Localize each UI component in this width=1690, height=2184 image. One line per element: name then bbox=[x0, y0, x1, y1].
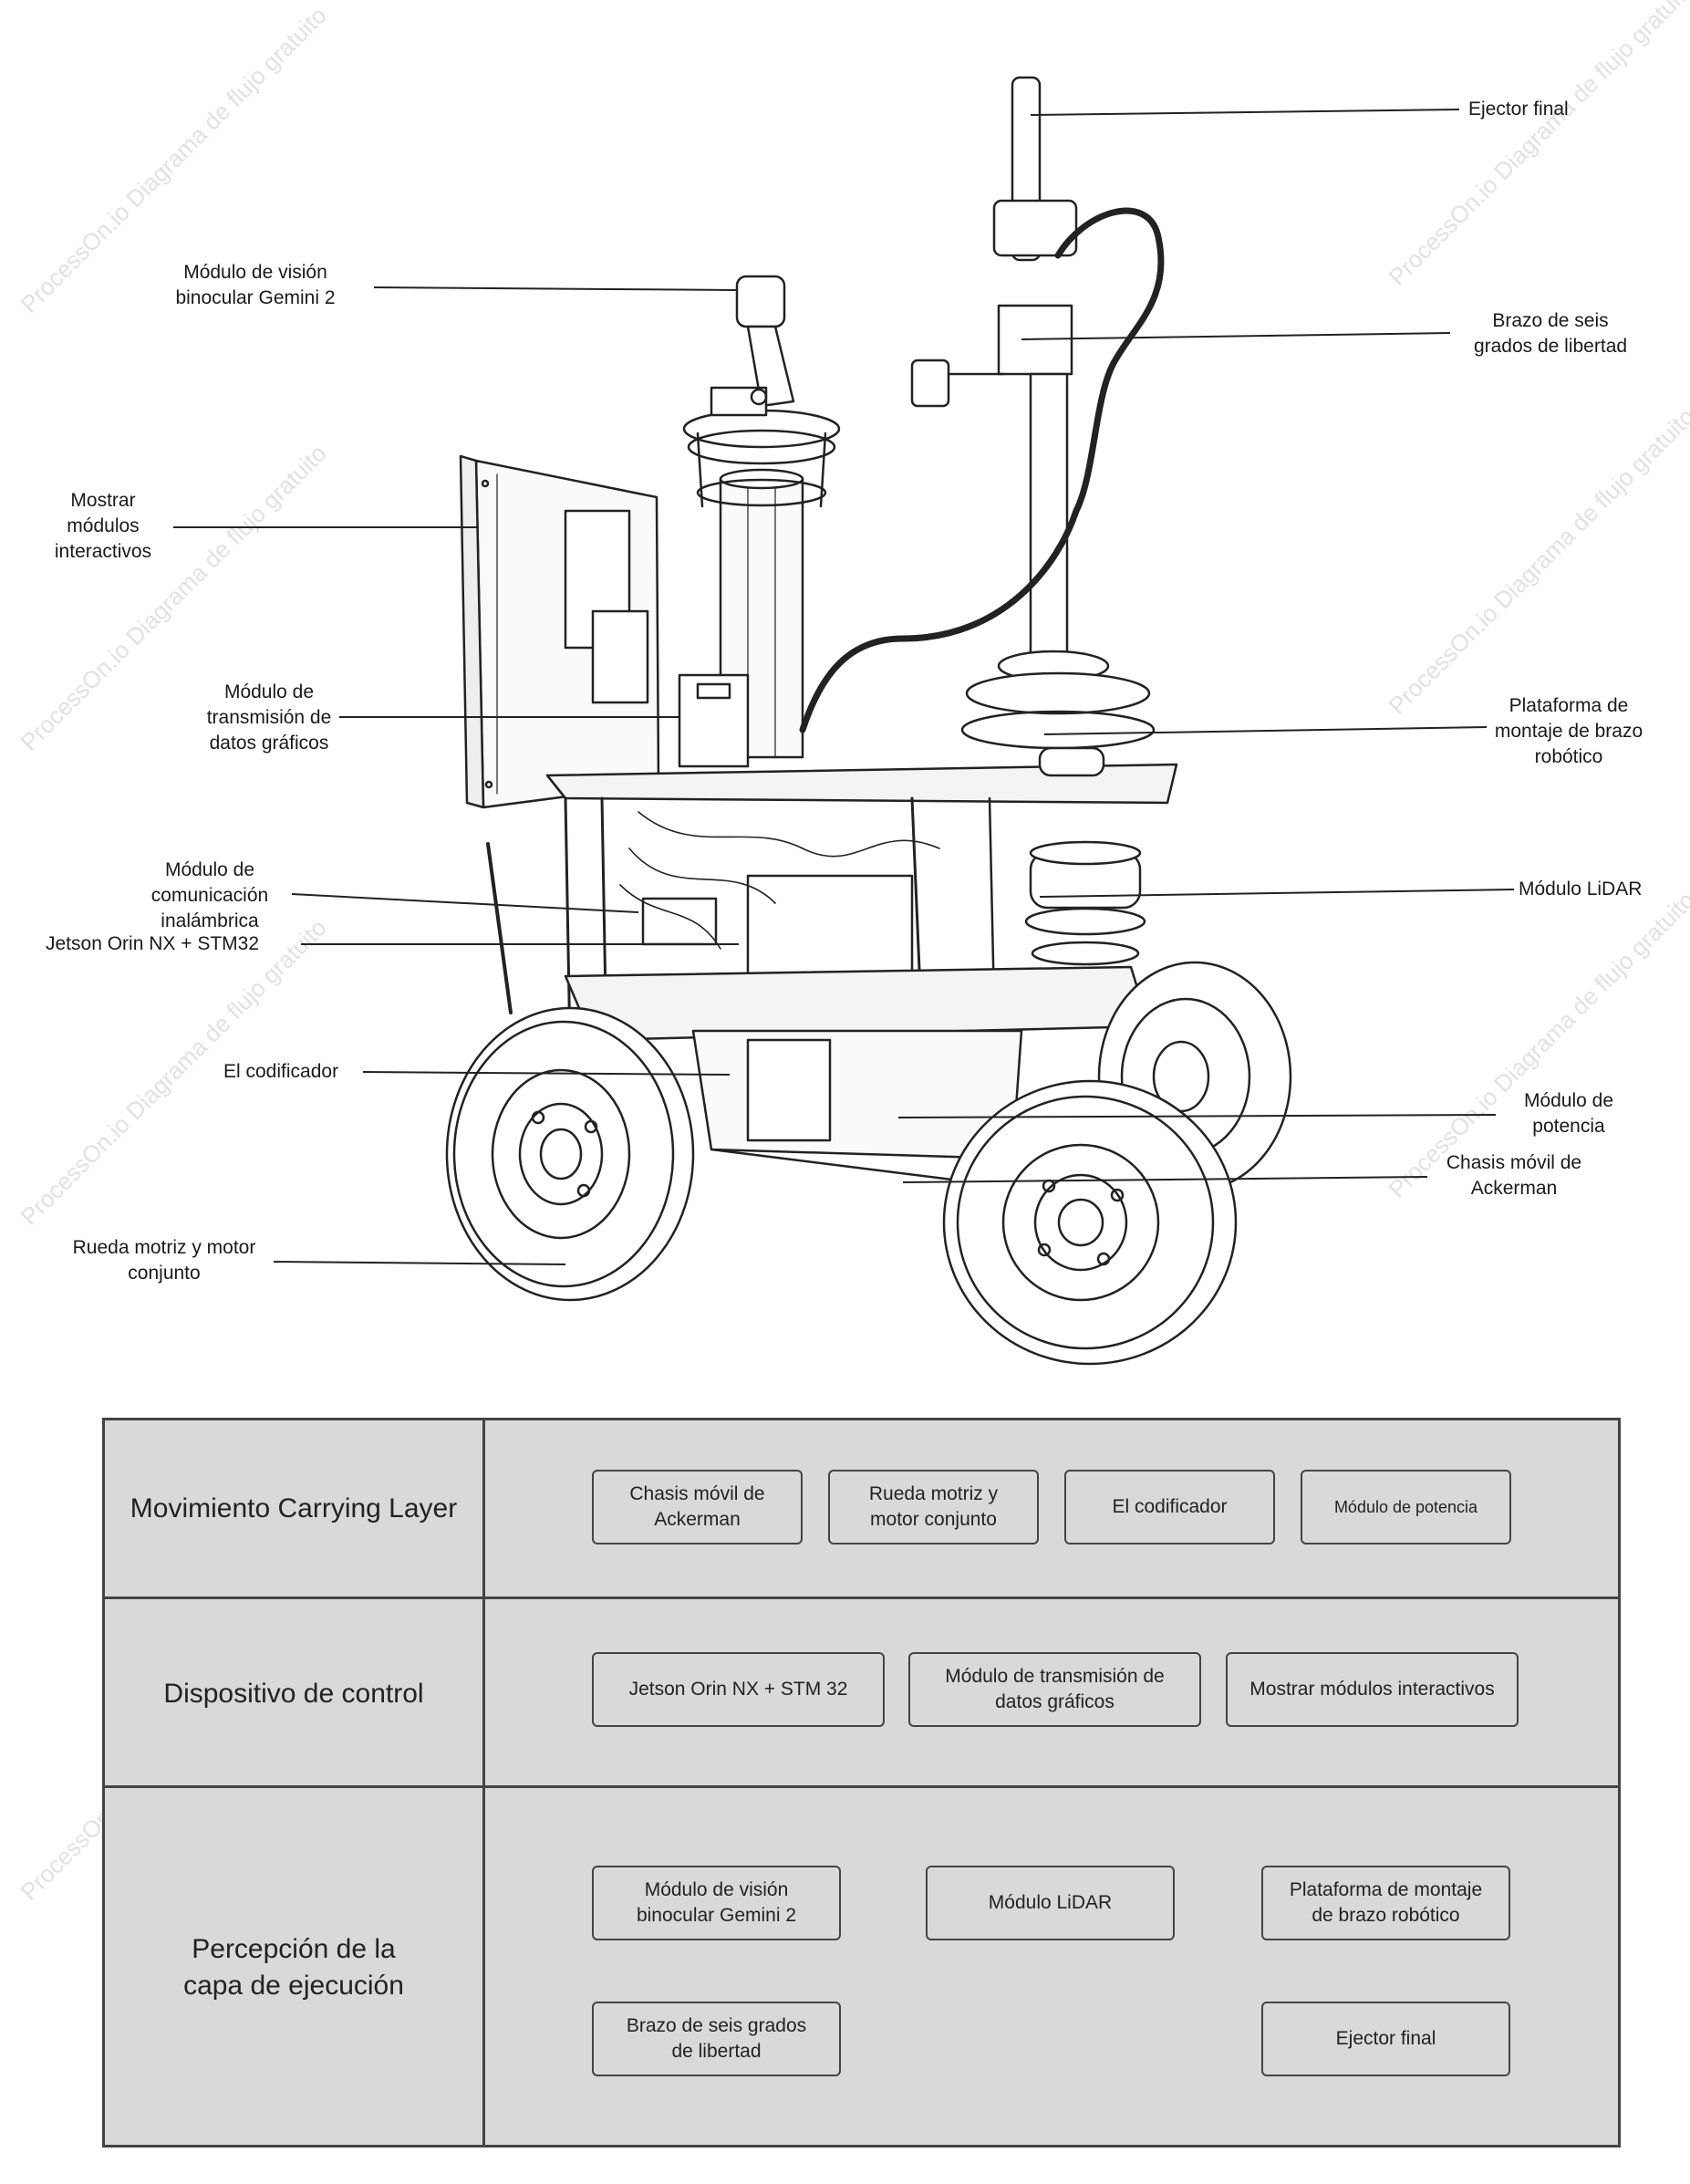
lower-chassis bbox=[691, 1029, 1023, 1188]
layer-title: Percepción de la capa de ejecución bbox=[105, 1788, 485, 2148]
label-power-module: Módulo de potencia bbox=[1523, 1090, 1614, 1137]
label-chassis: Chasis móvil de Ackerman bbox=[1446, 1152, 1582, 1199]
label-encoder: El codificador bbox=[223, 1061, 339, 1082]
layer-item: El codificador bbox=[1064, 1470, 1275, 1544]
label-lidar: Módulo LiDAR bbox=[1519, 879, 1643, 900]
layer-table: Movimiento Carrying Layer Chasis móvil d… bbox=[102, 1418, 1621, 2148]
label-display-module: Mostrar módulos interactivos bbox=[54, 490, 152, 562]
label-wireless-module: Módulo de comunicación inalámbrica bbox=[150, 859, 269, 931]
layer-item: Mostrar módulos interactivos bbox=[1226, 1652, 1519, 1727]
layer-item: Módulo LiDAR bbox=[926, 1866, 1175, 1940]
central-column bbox=[682, 409, 841, 759]
layer-item: Brazo de seis grados de libertad bbox=[592, 2002, 841, 2076]
front-right-wheel bbox=[942, 1079, 1238, 1366]
vision-camera bbox=[710, 275, 795, 417]
robot-illustration bbox=[173, 76, 1515, 1366]
middle-frame bbox=[564, 796, 1151, 1051]
layer-row: Percepción de la capa de ejecución Módul… bbox=[105, 1785, 1618, 2148]
layer-item: Jetson Orin NX + STM 32 bbox=[592, 1652, 885, 1727]
display-panel bbox=[459, 454, 660, 809]
label-vision-module: Módulo de visión binocular Gemini 2 bbox=[175, 262, 336, 308]
label-ejector-final: Ejector final bbox=[1468, 99, 1569, 120]
layer-item: Chasis móvil de Ackerman bbox=[592, 1470, 803, 1544]
layer-title: Movimiento Carrying Layer bbox=[105, 1420, 485, 1596]
layer-item: Rueda motriz y motor conjunto bbox=[828, 1470, 1039, 1544]
layer-item: Módulo de transmisión de datos gráficos bbox=[908, 1652, 1201, 1727]
layer-row: Dispositivo de control Jetson Orin NX + … bbox=[105, 1596, 1618, 1788]
layer-title: Dispositivo de control bbox=[105, 1599, 485, 1788]
robot-arm bbox=[799, 76, 1165, 777]
label-jetson: Jetson Orin NX + STM32 bbox=[46, 933, 260, 954]
label-transmission-module: Módulo de transmisión de datos gráficos bbox=[206, 681, 332, 754]
layer-item: Ejector final bbox=[1261, 2002, 1510, 2076]
label-wheel-motor: Rueda motriz y motor conjunto bbox=[72, 1237, 256, 1284]
layer-item: Módulo de potencia bbox=[1301, 1470, 1511, 1544]
front-left-wheel bbox=[445, 1006, 695, 1302]
lidar bbox=[1024, 840, 1146, 966]
layer-row: Movimiento Carrying Layer Chasis móvil d… bbox=[105, 1420, 1618, 1596]
layer-item: Plataforma de montaje de brazo robótico bbox=[1261, 1866, 1510, 1940]
upper-plate bbox=[545, 763, 1178, 805]
layer-item: Módulo de visión binocular Gemini 2 bbox=[592, 1866, 841, 1940]
label-arm-platform: Plataforma de montaje de brazo robótico bbox=[1494, 695, 1643, 767]
label-six-dof-arm: Brazo de seis grados de libertad bbox=[1473, 310, 1628, 357]
